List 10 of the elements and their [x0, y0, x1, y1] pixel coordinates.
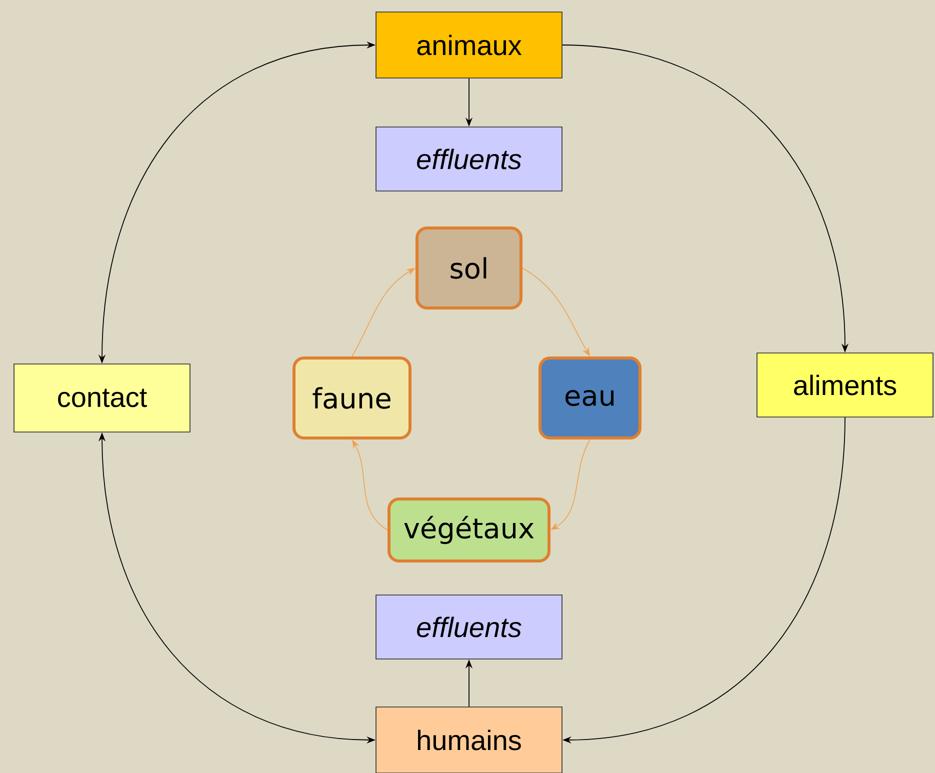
label-box: humains: [376, 706, 562, 773]
rounded-box: faune: [292, 356, 412, 440]
label-box: effluents: [376, 594, 562, 660]
label-box: aliments: [756, 352, 934, 418]
label-box: animaux: [376, 12, 562, 78]
rounded-box: sol: [416, 226, 522, 310]
label-box: contact: [14, 364, 190, 432]
label-box: effluents: [376, 126, 562, 192]
rounded-box: végétaux: [388, 498, 550, 562]
rounded-box: eau: [538, 356, 642, 440]
